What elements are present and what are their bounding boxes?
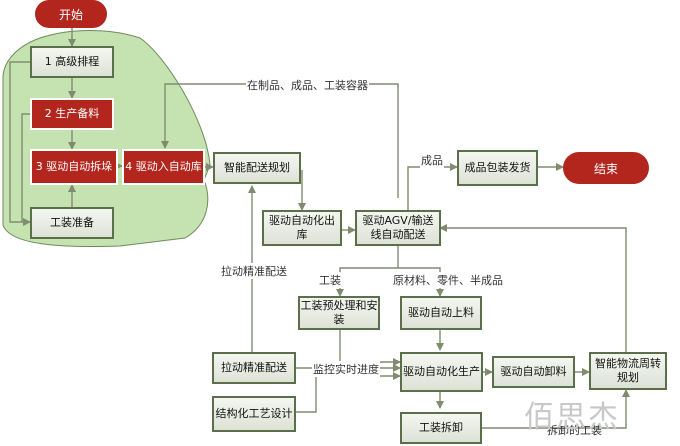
tooling-removal-box: 工装拆卸 (400, 412, 482, 444)
label-materials: 原材料、零件、半成品 (392, 272, 504, 288)
auto-outbound-box: 驱动自动化出库 (262, 210, 342, 246)
auto-unloading-box: 驱动自动卸料 (492, 356, 575, 388)
label-wip-containers: 在制品、成品、工装容器 (246, 77, 369, 93)
label-pull-precise: 拉动精准配送 (220, 263, 288, 279)
auto-loading-box: 驱动自动上料 (400, 296, 482, 330)
auto-production-box: 驱动自动化生产 (400, 352, 483, 392)
auto-depalletize-box: 3 驱动自动拆垛 (30, 149, 118, 185)
pull-delivery-box: 拉动精准配送 (212, 352, 296, 384)
label-monitor: 监控实时进度 (312, 361, 380, 377)
smart-dispatch-box: 智能配送规划 (213, 152, 301, 184)
tooling-preinstall-box: 工装预处理和安装 (298, 296, 380, 330)
logistics-plan-box: 智能物流周转规划 (589, 352, 667, 390)
agv-delivery-box: 驱动AGV/输送线自动配送 (355, 210, 441, 246)
tooling-prep-box: 工装准备 (30, 207, 114, 239)
structured-process-box: 结构化工艺设计 (212, 396, 296, 432)
label-tooling: 工装 (318, 272, 342, 288)
watermark: 佰思杰 (524, 400, 620, 435)
label-finished: 成品 (420, 152, 444, 168)
label-removed-tooling: 拆卸的工装 (547, 424, 602, 437)
production-material-box: 2 生产备料 (30, 98, 114, 130)
start-node: 开始 (35, 0, 107, 28)
advanced-scheduling-box: 1 高级排程 (30, 46, 114, 78)
green-region (2, 30, 211, 248)
pack-ship-box: 成品包装发货 (457, 150, 538, 186)
end-node: 结束 (563, 152, 649, 184)
auto-warehouse-in-box: 4 驱动入自动库 (122, 149, 205, 185)
